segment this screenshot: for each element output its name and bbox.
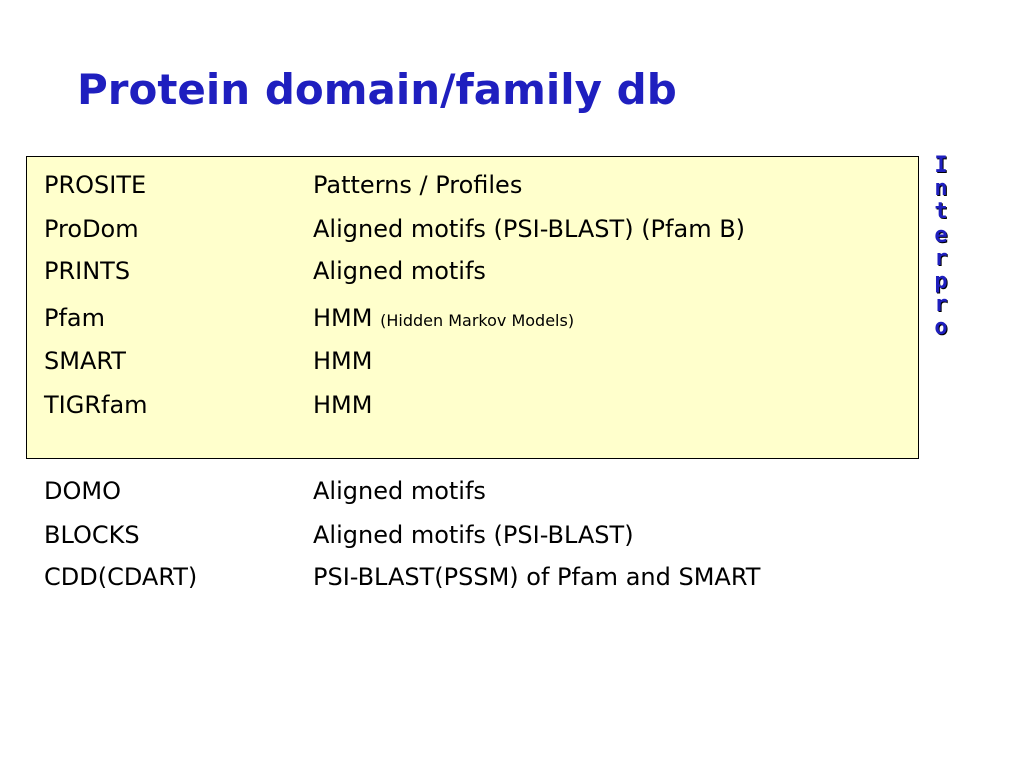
db-description: Aligned motifs (PSI-BLAST) — [313, 521, 634, 549]
interpro-member-box — [26, 156, 919, 459]
interpro-letter: e — [934, 222, 948, 248]
db-description: Aligned motifs — [313, 477, 486, 505]
db-name: PROSITE — [44, 171, 147, 199]
db-name: CDD(CDART) — [44, 563, 198, 591]
db-name: PRINTS — [44, 257, 131, 285]
db-description: Aligned motifs (PSI-BLAST) (Pfam B) — [313, 215, 746, 243]
interpro-letter: o — [934, 315, 948, 341]
interpro-letter: t — [934, 199, 948, 225]
interpro-letter: r — [934, 292, 948, 318]
interpro-vertical-label: I n t e r p r o — [927, 154, 955, 340]
interpro-letter: r — [934, 245, 948, 271]
db-description: Aligned motifs — [313, 257, 486, 285]
db-description: Patterns / Profiles — [313, 171, 523, 199]
db-name: BLOCKS — [44, 521, 140, 549]
db-name: Pfam — [44, 304, 106, 332]
db-name: SMART — [44, 347, 126, 375]
db-name: DOMO — [44, 477, 121, 505]
db-description: HMM (Hidden Markov Models) — [313, 296, 574, 343]
interpro-letter: I — [934, 153, 948, 178]
interpro-letter: p — [934, 269, 948, 295]
db-name: ProDom — [44, 215, 139, 243]
db-description: PSI-BLAST(PSSM) of Pfam and SMART — [313, 563, 761, 591]
db-method-note: (Hidden Markov Models) — [380, 311, 575, 330]
db-method: HMM — [313, 304, 373, 332]
db-name: TIGRfam — [44, 391, 148, 419]
db-description: HMM — [313, 391, 373, 419]
slide-title: Protein domain/family db — [77, 65, 677, 114]
db-description: HMM — [313, 347, 373, 375]
interpro-letter: n — [934, 176, 948, 202]
